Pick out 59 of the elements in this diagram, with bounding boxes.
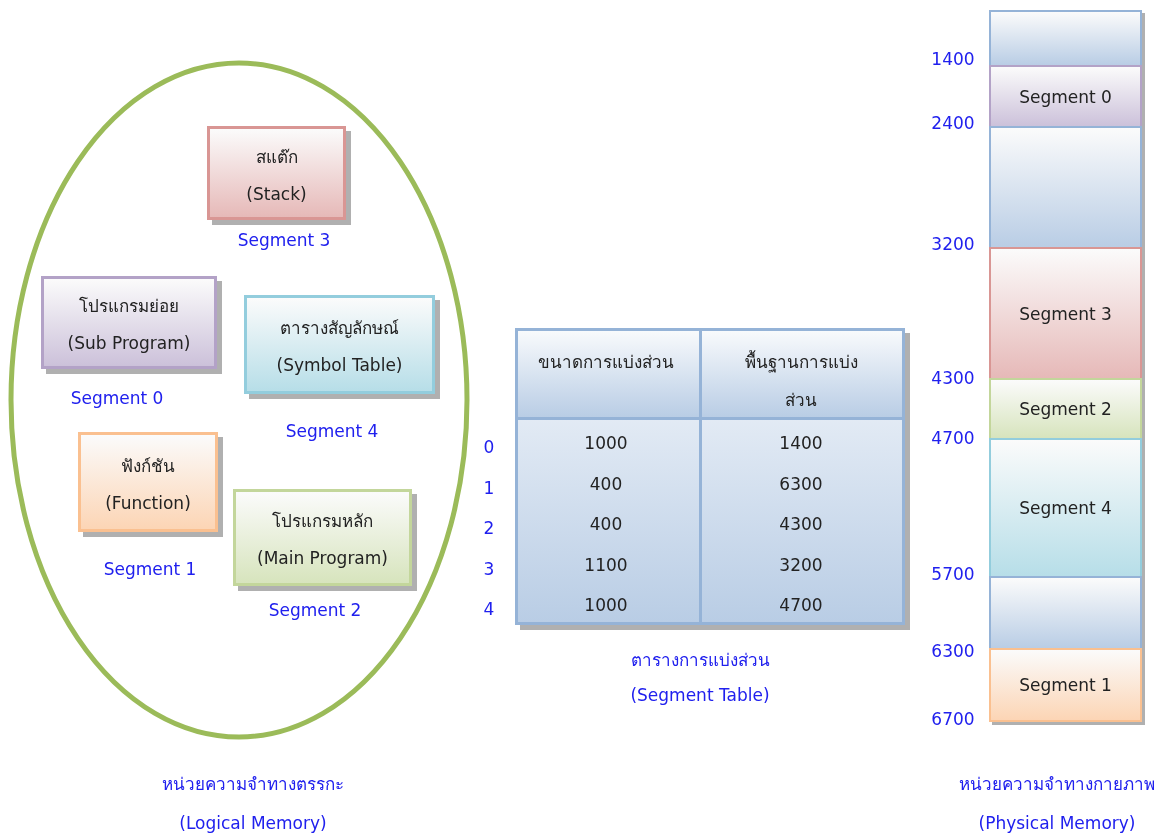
- block-label: Segment 0: [1019, 86, 1112, 107]
- caption-subtitle: (Logical Memory): [178, 813, 328, 833]
- address-label: 2400: [930, 113, 976, 133]
- address-label: 4300: [930, 368, 976, 388]
- memory-block: [989, 126, 1142, 249]
- box-subtitle: (Sub Program): [67, 333, 191, 353]
- segment-block: [989, 247, 1142, 380]
- box-title: โปรแกรมหลัก: [272, 510, 373, 533]
- address-label: 6700: [930, 709, 976, 729]
- segment-block: [989, 65, 1142, 128]
- memory-caption: หน่วยความจำทางกายภาพ: [958, 773, 1156, 796]
- table-cell-text: 1000: [583, 433, 629, 453]
- column-header: พื้นฐานการแบ่งส่วน: [743, 349, 859, 412]
- box-title: ฟังก์ชัน: [121, 454, 175, 478]
- address-label: 5700: [930, 564, 976, 584]
- row-index: 3: [482, 559, 496, 579]
- block-label: Segment 2: [1019, 399, 1112, 419]
- table-cell-text: 4700: [778, 595, 824, 615]
- table-cell-text: 400: [588, 474, 624, 494]
- table-cell-text: 1400: [778, 433, 824, 453]
- memory-caption: หน่วยความจำทางตรรกะ: [161, 773, 345, 796]
- box-subtitle: (Stack): [246, 183, 307, 204]
- row-index: 1: [482, 478, 496, 498]
- address-label: 4700: [930, 428, 976, 448]
- memory-caption: ตารางการแบ่งส่วน: [629, 649, 771, 672]
- segment-label: Segment 2: [267, 600, 363, 620]
- segment-label: Segment 4: [284, 421, 380, 441]
- block-label: Segment 4: [1019, 498, 1112, 518]
- box-subtitle: (Function): [105, 492, 191, 513]
- box-title: ตารางสัญลักษณ์: [280, 317, 399, 340]
- box-subtitle: (Main Program): [257, 548, 388, 568]
- memory-block: [989, 576, 1142, 650]
- row-index: 4: [482, 599, 496, 619]
- row-index: 0: [482, 437, 496, 457]
- row-index: 2: [482, 518, 496, 538]
- box-title: โปรแกรมย่อย: [79, 295, 179, 318]
- caption-subtitle: (Segment Table): [629, 685, 771, 705]
- box-title: สแต๊ก: [255, 145, 298, 169]
- table-cell-text: 1000: [583, 595, 629, 615]
- table-cell-text: 400: [588, 514, 624, 534]
- box-subtitle: (Symbol Table): [276, 355, 403, 375]
- segment-label: Segment 1: [102, 559, 198, 579]
- column-header: ขนาดการแบ่งส่วน: [537, 351, 675, 374]
- block-label: Segment 3: [1019, 303, 1112, 324]
- address-label: 1400: [930, 49, 976, 69]
- segment-label: Segment 0: [69, 388, 165, 408]
- memory-block: [989, 10, 1142, 67]
- address-label: 3200: [930, 234, 976, 254]
- caption-subtitle: (Physical Memory): [977, 813, 1137, 833]
- address-label: 6300: [930, 641, 976, 661]
- table-cell-text: 4300: [778, 514, 824, 534]
- block-label: Segment 1: [1019, 675, 1112, 695]
- table-cell-text: 3200: [778, 555, 824, 575]
- segment-label: Segment 3: [236, 230, 332, 250]
- table-cell-text: 1100: [583, 555, 629, 575]
- segment-block: [989, 648, 1142, 722]
- segment-block: [989, 378, 1142, 440]
- table-cell-text: 6300: [778, 474, 824, 494]
- segment-block: [989, 438, 1142, 578]
